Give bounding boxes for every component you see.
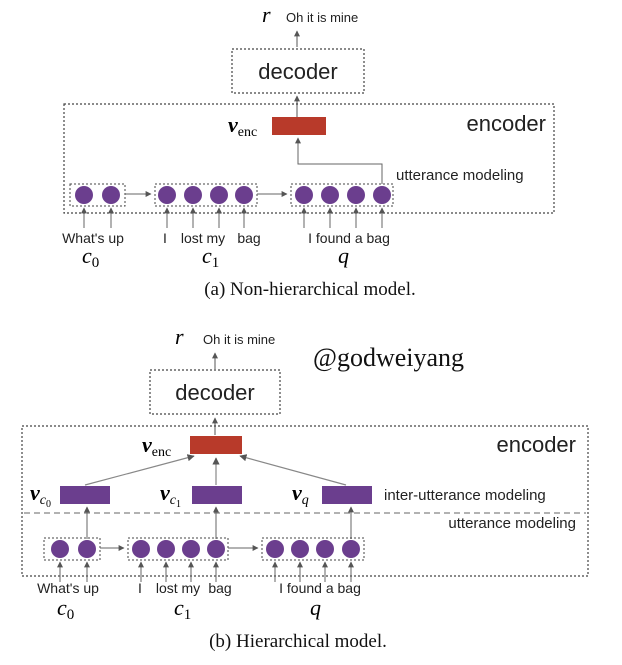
symbol-c0-b: c0 <box>57 595 74 623</box>
token-a-2 <box>102 186 120 204</box>
vc1-symbol-b: vc1 <box>160 480 181 510</box>
input-arrows-b <box>57 561 354 582</box>
words-c0-a: What's up <box>62 230 124 246</box>
symbol-c0-a: c0 <box>82 243 99 271</box>
response-text-a: Oh it is mine <box>286 10 358 25</box>
caption-b: (b) Hierarchical model. <box>209 631 387 652</box>
vc0-symbol-b: vc0 <box>30 480 51 510</box>
venc-symbol-b: venc <box>142 432 171 460</box>
response-symbol-a: r <box>262 2 271 27</box>
token-group-c1-b <box>127 537 229 561</box>
venc-vector-b <box>190 436 242 454</box>
utterance-modeling-label-a: utterance modeling <box>396 167 524 184</box>
token-a-1 <box>75 186 93 204</box>
words-q-b: I found a bag <box>279 580 361 596</box>
symbol-q-a: q <box>338 243 349 268</box>
inter-arrows-b <box>84 454 347 486</box>
token-a-10 <box>373 186 391 204</box>
words-c1-2-b: lost my <box>156 580 200 596</box>
symbol-c1-b: c1 <box>174 595 191 623</box>
diagram-a: r Oh it is mine decoder encoder venc utt… <box>62 2 555 300</box>
token-group-q-a <box>290 183 394 207</box>
utterance-arrows-b <box>84 506 354 539</box>
token-a-4 <box>184 186 202 204</box>
inter-utterance-label-b: inter-utterance modeling <box>384 487 546 504</box>
words-c1-1-a: I <box>163 230 167 246</box>
input-arrows-a <box>81 207 385 228</box>
encoder-box-b <box>21 425 589 577</box>
token-b-3 <box>132 540 150 558</box>
token-group-c0-a <box>69 183 126 207</box>
token-b-1 <box>51 540 69 558</box>
utterance-modeling-label-b: utterance modeling <box>448 515 576 532</box>
words-c1-2-a: lost my <box>181 230 225 246</box>
response-symbol-b: r <box>175 324 184 349</box>
caption-a: (a) Non-hierarchical model. <box>204 279 416 300</box>
token-a-6 <box>235 186 253 204</box>
token-a-7 <box>295 186 313 204</box>
token-b-8 <box>291 540 309 558</box>
token-b-5 <box>182 540 200 558</box>
encoder-label-a: encoder <box>466 111 546 136</box>
token-b-2 <box>78 540 96 558</box>
diagram-b: r Oh it is mine @godweiyang decoder enco… <box>21 324 589 652</box>
vc0-vector-b <box>60 486 110 504</box>
token-a-5 <box>210 186 228 204</box>
encoder-label-b: encoder <box>496 432 576 457</box>
response-text-b: Oh it is mine <box>203 332 275 347</box>
decoder-box-b <box>149 369 281 415</box>
decoder-label-b: decoder <box>175 380 255 405</box>
token-group-c0-b <box>43 537 101 561</box>
token-b-4 <box>157 540 175 558</box>
token-group-q-b <box>261 537 365 561</box>
token-b-7 <box>266 540 284 558</box>
token-b-10 <box>342 540 360 558</box>
arrow-to-venc-a <box>295 137 383 184</box>
watermark: @godweiyang <box>313 343 464 372</box>
token-a-9 <box>347 186 365 204</box>
venc-vector-a <box>272 117 326 135</box>
vq-vector-b <box>322 486 372 504</box>
decoder-label-a: decoder <box>258 59 338 84</box>
encoder-box-a <box>63 103 555 214</box>
words-c0-b: What's up <box>37 580 99 596</box>
token-b-6 <box>207 540 225 558</box>
token-b-9 <box>316 540 334 558</box>
token-a-8 <box>321 186 339 204</box>
vc1-vector-b <box>192 486 242 504</box>
words-c1-3-a: bag <box>237 230 260 246</box>
words-c1-3-b: bag <box>208 580 231 596</box>
venc-symbol-a: venc <box>228 112 257 140</box>
words-q-a: I found a bag <box>308 230 390 246</box>
vq-symbol-b: vq <box>292 480 309 508</box>
decoder-box-a <box>231 48 365 94</box>
words-c1-1-b: I <box>138 580 142 596</box>
symbol-c1-a: c1 <box>202 243 219 271</box>
symbol-q-b: q <box>310 595 321 620</box>
token-a-3 <box>158 186 176 204</box>
token-group-c1-a <box>154 183 258 207</box>
